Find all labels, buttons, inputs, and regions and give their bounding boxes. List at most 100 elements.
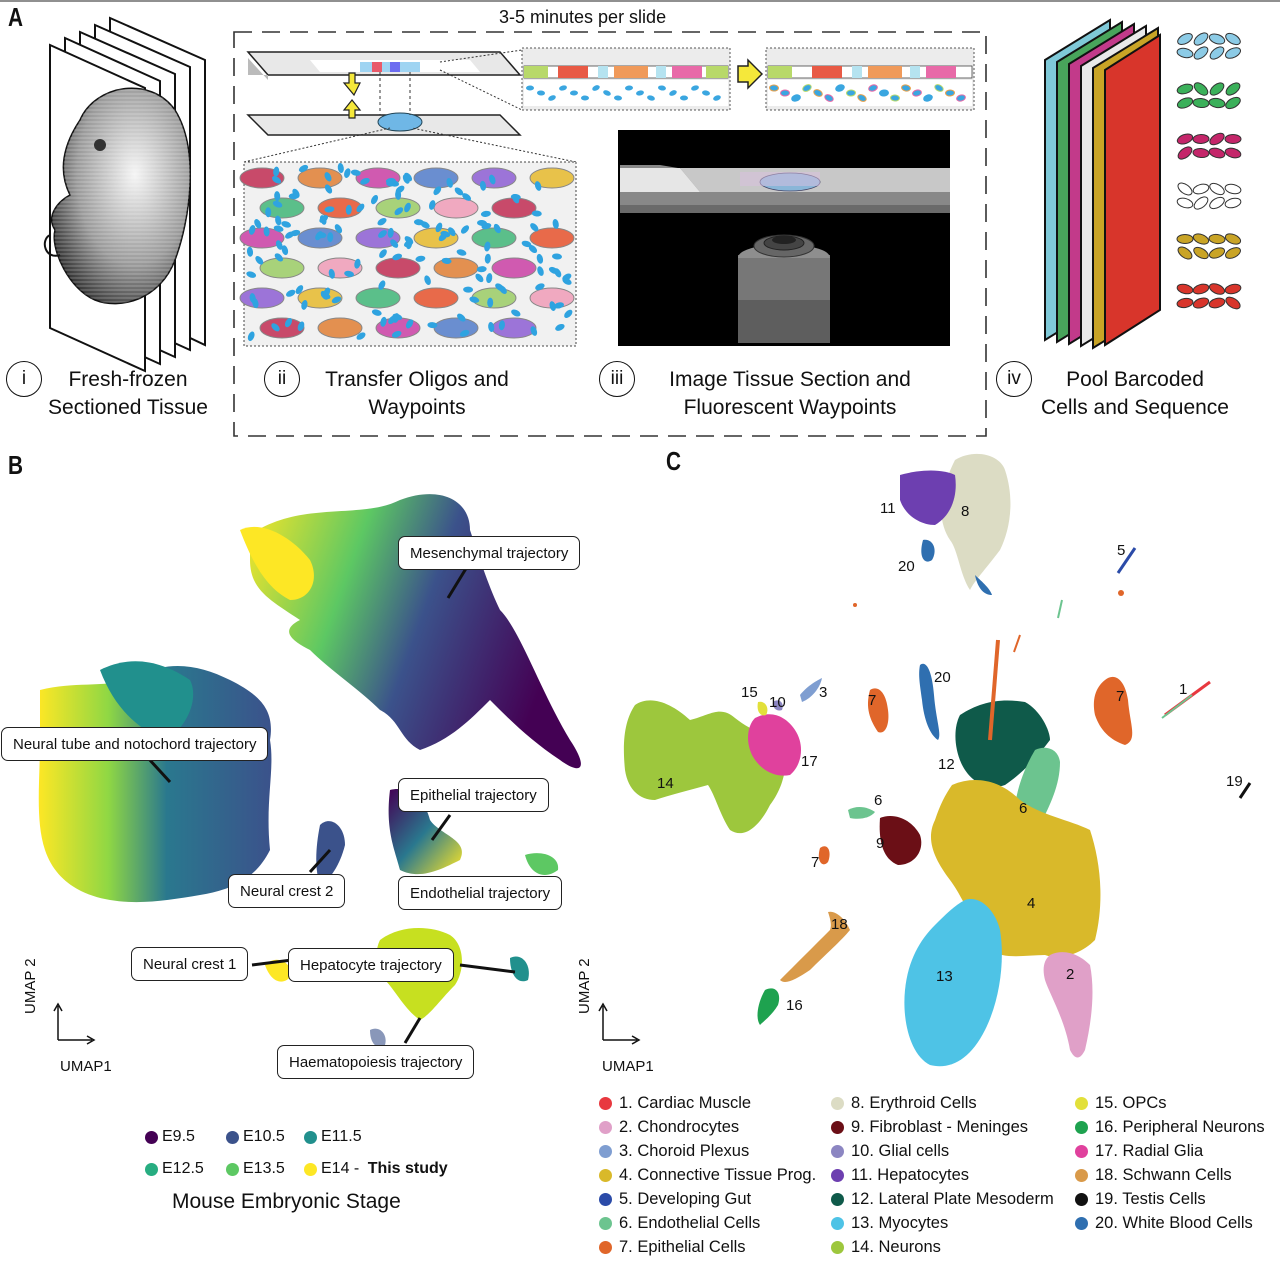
legend-c-item: 5. Developing Gut xyxy=(599,1190,751,1209)
cell-shape xyxy=(535,283,545,291)
oligo-strip-before xyxy=(521,47,731,111)
cluster-label: 3 xyxy=(819,684,828,701)
cell-shape xyxy=(537,90,545,96)
callout-epithelial: Epithelial trajectory xyxy=(398,778,549,812)
cell-shape xyxy=(1192,283,1210,295)
cluster-label: 10 xyxy=(769,694,786,711)
cell-shape xyxy=(377,217,387,226)
cell-shape xyxy=(555,323,565,331)
callout-neural-tube: Neural tube and notochord trajectory xyxy=(1,727,269,761)
cell-shape xyxy=(263,226,270,237)
legend-c-item: 16. Peripheral Neurons xyxy=(1075,1118,1265,1137)
cluster-label: 1 xyxy=(1179,681,1188,698)
cell-shape xyxy=(273,166,280,177)
cell-shape xyxy=(440,230,451,238)
cell-shape xyxy=(691,85,699,91)
cell-shape xyxy=(375,257,421,279)
cell-shape xyxy=(484,241,491,252)
cell-shape xyxy=(1208,297,1226,309)
cell-shape xyxy=(433,317,479,339)
cluster-label: 2 xyxy=(1066,966,1075,983)
cell-shape xyxy=(324,206,335,213)
cell-shape xyxy=(491,257,537,279)
panel-b-axis-x: UMAP1 xyxy=(60,1058,112,1075)
cell-shape xyxy=(1209,46,1225,60)
cell-shape xyxy=(879,89,889,97)
cluster-label: 6 xyxy=(1019,800,1028,817)
cell-shape xyxy=(479,180,487,191)
cell-shape xyxy=(1225,96,1241,110)
cell-shape xyxy=(471,287,517,309)
cell-shape xyxy=(1193,82,1209,96)
cell-shape xyxy=(247,331,255,342)
cell-shape xyxy=(813,89,823,97)
cell-shape xyxy=(284,317,293,328)
cell-shape xyxy=(526,85,534,91)
cell-shape xyxy=(1176,97,1194,109)
cell-shape xyxy=(379,249,387,258)
cell-shape xyxy=(1193,32,1209,46)
cell-shape xyxy=(274,253,284,262)
cell-shape xyxy=(1176,197,1194,209)
cell-shape xyxy=(498,320,505,331)
cell-shape xyxy=(463,286,474,293)
legend-c-swatch xyxy=(599,1241,612,1254)
cell-shape xyxy=(424,275,431,286)
cell-shape xyxy=(1209,82,1225,96)
legend-c-label: 7. Epithelial Cells xyxy=(619,1238,746,1256)
legend-c-swatch xyxy=(599,1145,612,1158)
legend-c-label: 12. Lateral Plate Mesoderm xyxy=(851,1190,1054,1208)
cell-shape xyxy=(529,167,575,189)
legend-c-label: 3. Choroid Plexus xyxy=(619,1142,750,1160)
slide-transfer-diagram xyxy=(246,49,523,136)
cell-shape xyxy=(273,225,284,232)
cell-shape xyxy=(1176,83,1194,95)
legend-c-item: 6. Endothelial Cells xyxy=(599,1214,760,1233)
cell-shape xyxy=(488,322,495,332)
cell-shape xyxy=(378,230,387,238)
legend-c-swatch xyxy=(831,1217,844,1230)
legend-c-swatch xyxy=(1075,1097,1088,1110)
cell-shape xyxy=(460,225,470,234)
cell-shape xyxy=(530,223,539,232)
cell-shape xyxy=(344,168,351,178)
legend-c-swatch xyxy=(599,1217,612,1230)
cell-shape xyxy=(427,322,438,329)
panel-letter-b: B xyxy=(8,450,24,480)
cluster-label: 5 xyxy=(1117,542,1126,559)
cell-shape xyxy=(462,193,472,201)
cell-shape xyxy=(469,296,480,303)
cell-shape xyxy=(457,313,466,322)
legend-c-item: 10. Glial cells xyxy=(831,1142,949,1161)
cluster-label: 4 xyxy=(1027,895,1036,912)
cell-shape xyxy=(392,253,403,261)
cluster-label: 18 xyxy=(831,916,848,933)
cell-shape xyxy=(471,227,517,249)
legend-b-swatch xyxy=(226,1130,239,1144)
legend-b-swatch xyxy=(304,1162,317,1176)
legend-c-item: 20. White Blood Cells xyxy=(1075,1214,1253,1233)
cluster-label: 7 xyxy=(1116,688,1125,705)
cell-shape xyxy=(1208,283,1226,295)
cell-shape xyxy=(249,225,256,235)
cell-shape xyxy=(255,256,264,265)
panel-letter-c: C xyxy=(666,446,682,476)
cell-shape xyxy=(475,273,484,283)
dashed-process-box xyxy=(233,31,987,437)
cell-shape xyxy=(1177,32,1193,46)
legend-c-swatch xyxy=(831,1145,844,1158)
cluster-label: 16 xyxy=(786,997,803,1014)
cell-shape xyxy=(559,85,567,91)
cell-shape xyxy=(370,194,379,205)
cell-shape xyxy=(292,188,300,198)
cell-shape xyxy=(394,207,404,216)
cell-shape xyxy=(328,268,335,279)
cell-shape xyxy=(521,240,532,248)
cell-shape xyxy=(354,258,361,269)
cell-shape xyxy=(1209,196,1225,210)
cell-shape xyxy=(1225,32,1241,46)
cell-shape xyxy=(934,84,944,92)
cluster-label: 7 xyxy=(811,854,820,871)
callout-neural-crest-2: Neural crest 2 xyxy=(228,874,346,908)
cell-shape xyxy=(554,302,565,309)
